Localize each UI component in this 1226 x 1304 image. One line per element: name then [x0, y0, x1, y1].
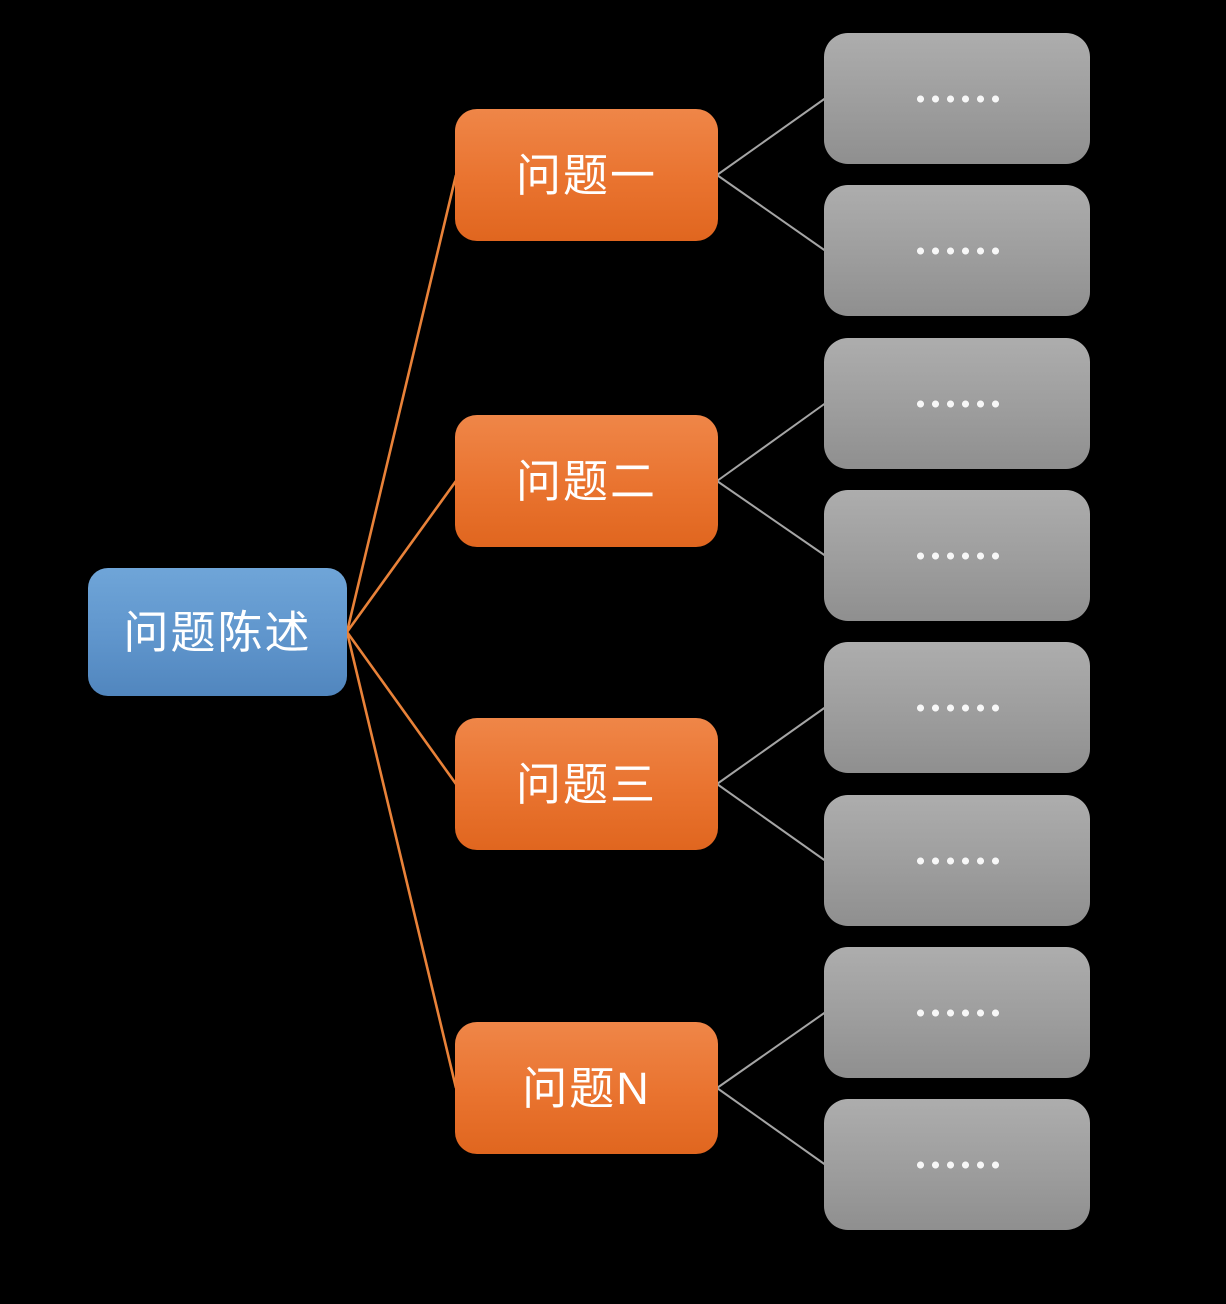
connector-branch1-leaf-2	[716, 174, 826, 252]
connector-branch4-leaf-2	[716, 1087, 826, 1166]
leaf-node-4-2: ……	[824, 1099, 1090, 1230]
ellipsis-dots-icon	[913, 702, 1001, 713]
node-problem-2: 问题二	[455, 415, 718, 547]
connector-root-branch-4	[345, 631, 458, 1089]
node-problem-statement: 问题陈述	[88, 568, 347, 696]
ellipsis-dots-icon	[913, 1007, 1001, 1018]
connector-branch1-leaf-1	[716, 97, 826, 176]
connector-branch3-leaf-1	[716, 706, 826, 785]
ellipsis-dots-icon	[913, 398, 1001, 409]
ellipsis-dots-icon	[913, 855, 1001, 866]
connector-branch3-leaf-2	[716, 783, 826, 862]
connector-root-branch-3	[345, 631, 458, 785]
root-node-label: 问题陈述	[123, 606, 312, 658]
leaf-node-3-1: ……	[824, 642, 1090, 773]
leaf-node-1-1: ……	[824, 33, 1090, 164]
leaf-node-2-1: ……	[824, 338, 1090, 469]
leaf-node-4-1: ……	[824, 947, 1090, 1078]
branch-node-label: 问题二	[515, 455, 657, 507]
connector-root-branch-1	[345, 174, 458, 633]
branch-node-label: 问题一	[515, 149, 657, 201]
node-problem-n: 问题N	[455, 1022, 718, 1154]
node-problem-3: 问题三	[455, 718, 718, 850]
connector-root-branch-2	[345, 480, 458, 633]
leaf-node-2-2: ……	[824, 490, 1090, 621]
node-problem-1: 问题一	[455, 109, 718, 241]
ellipsis-dots-icon	[913, 1159, 1001, 1170]
leaf-node-3-2: ……	[824, 795, 1090, 926]
connector-branch4-leaf-1	[716, 1011, 826, 1089]
connector-branch2-leaf-2	[716, 480, 826, 557]
branch-node-label: 问题N	[522, 1062, 651, 1114]
ellipsis-dots-icon	[913, 550, 1001, 561]
branch-node-label: 问题三	[515, 758, 657, 810]
connector-branch2-leaf-1	[716, 402, 826, 482]
ellipsis-dots-icon	[913, 245, 1001, 256]
ellipsis-dots-icon	[913, 93, 1001, 104]
leaf-node-1-2: ……	[824, 185, 1090, 316]
